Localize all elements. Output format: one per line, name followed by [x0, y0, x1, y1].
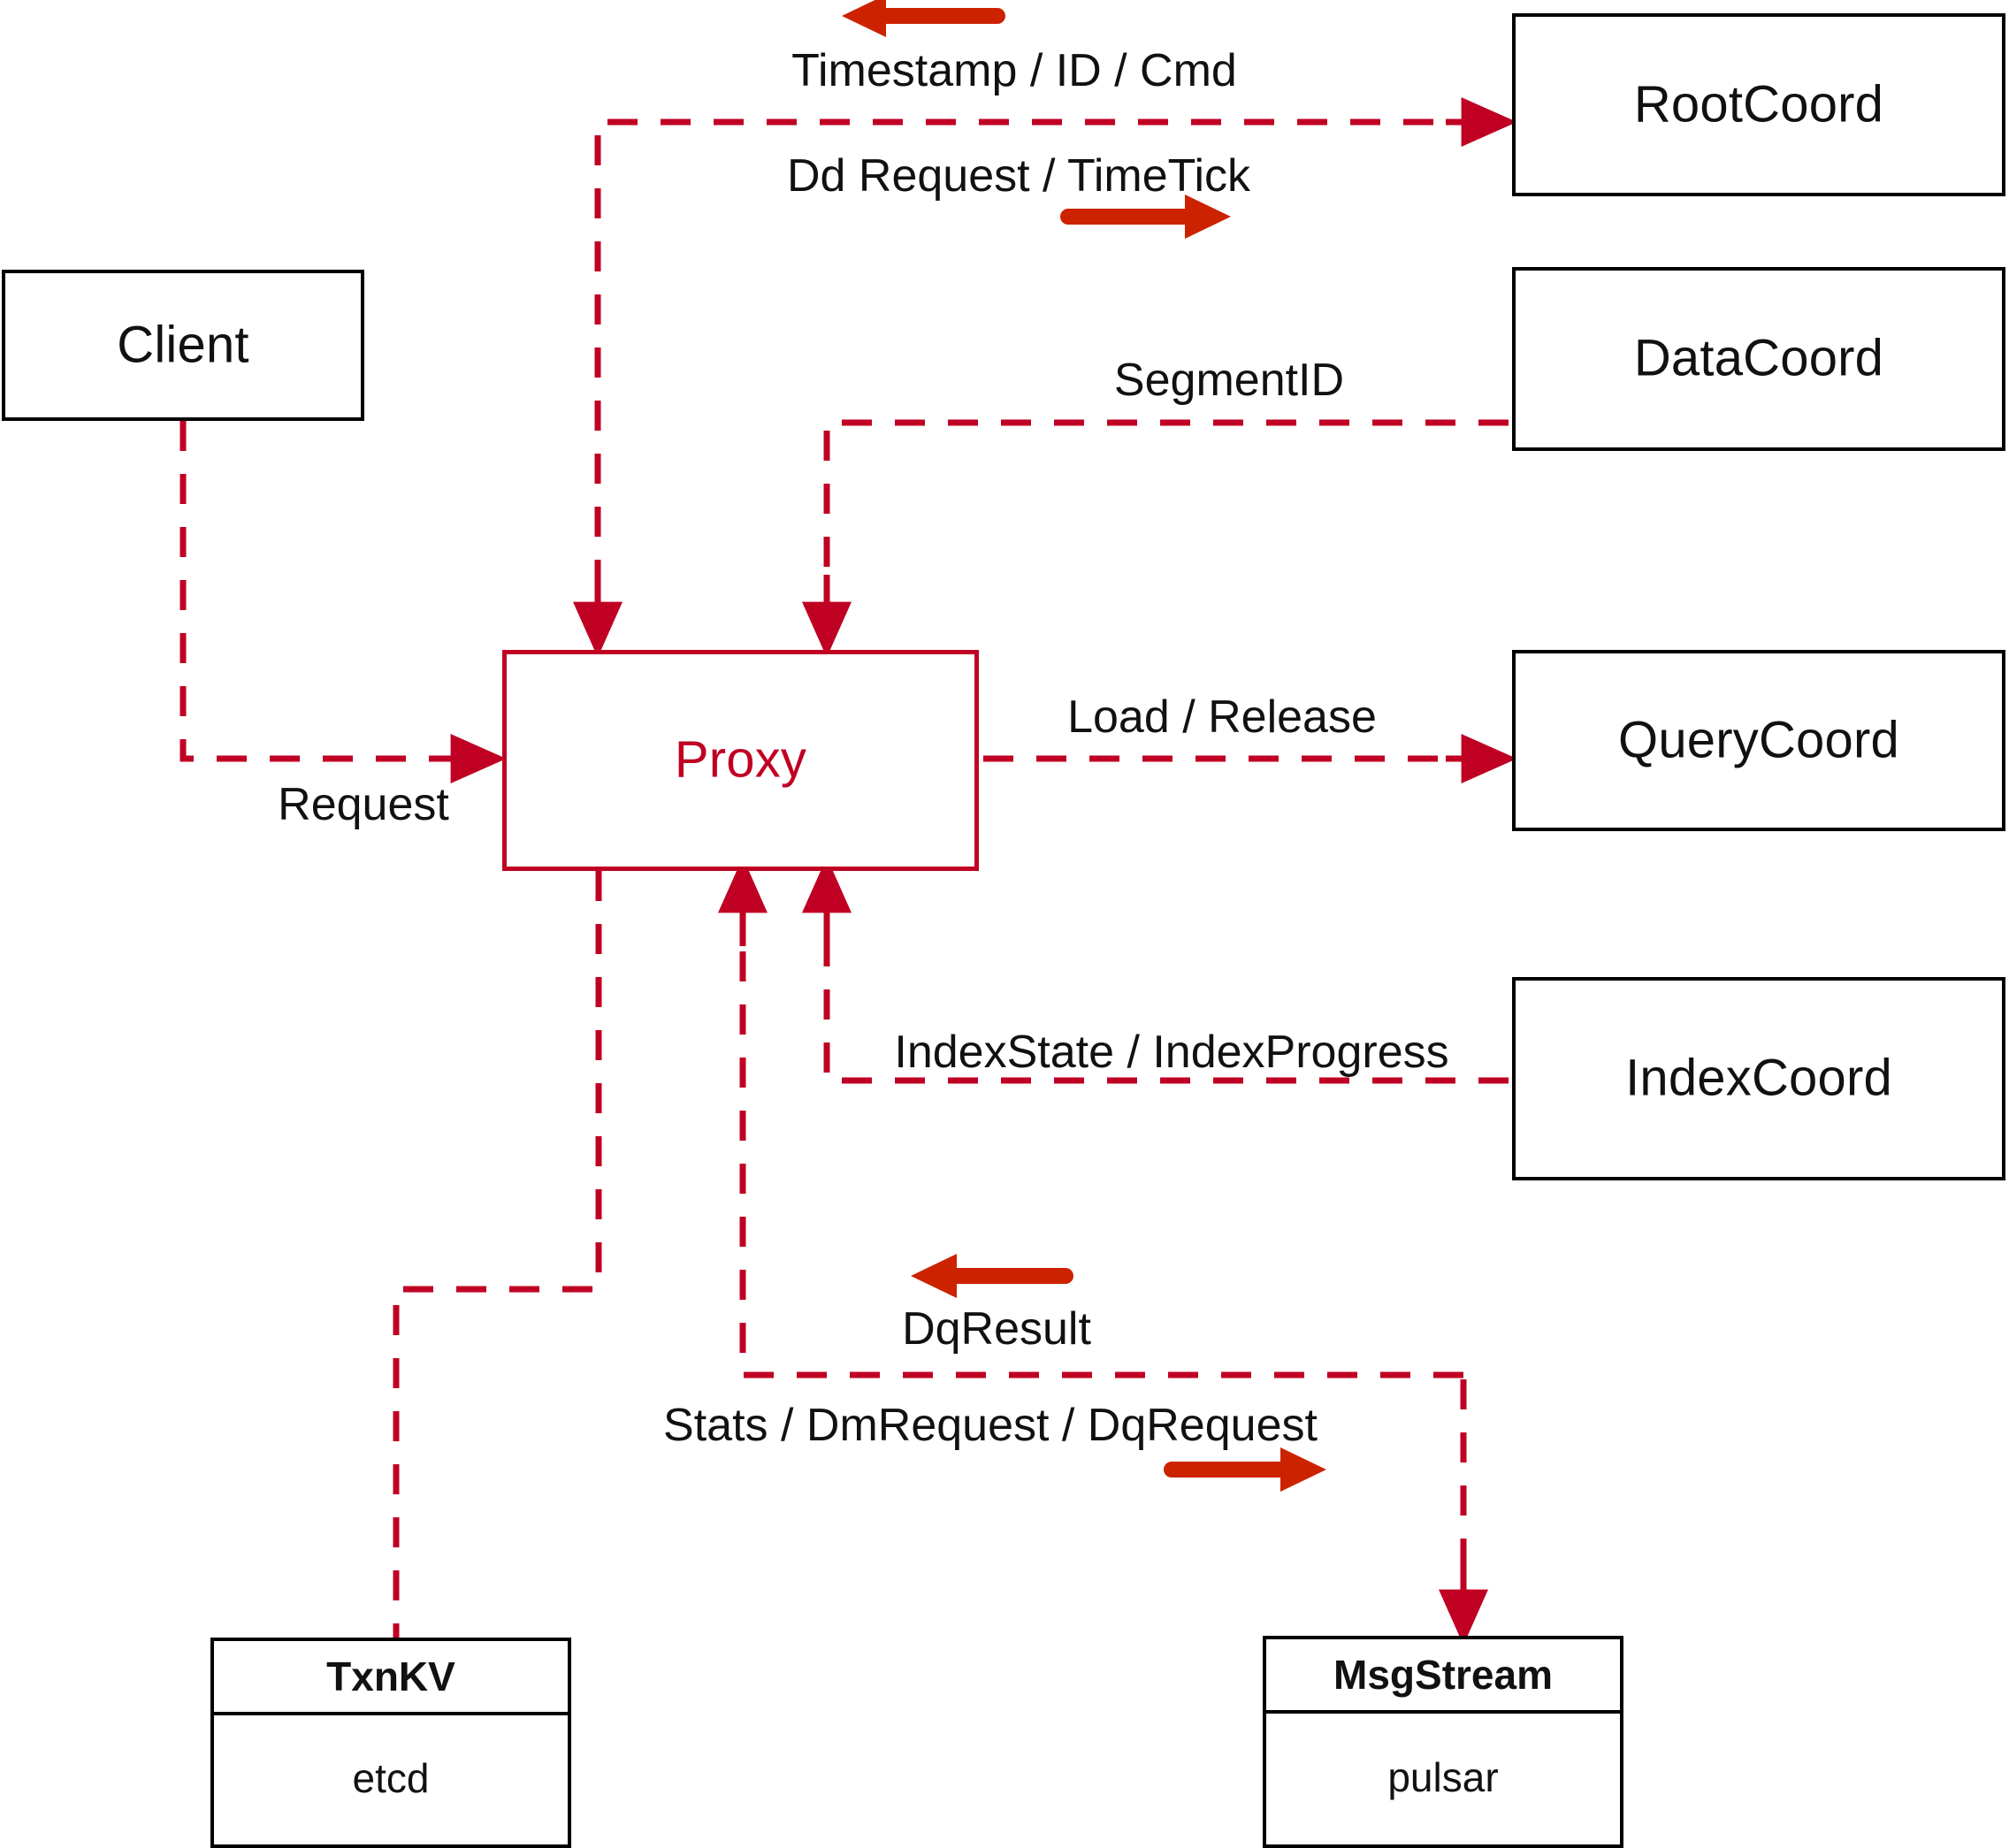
- edge-label-segment-id: SegmentID: [1113, 355, 1345, 406]
- wire-datacoord-to-proxy: [823, 419, 1509, 584]
- node-proxy-label: Proxy: [674, 730, 807, 789]
- node-proxy[interactable]: Proxy: [502, 650, 979, 871]
- node-indexcoord[interactable]: IndexCoord: [1512, 977, 2005, 1180]
- edge-label-request: Request: [278, 779, 449, 830]
- node-msgstream-header: MsgStream: [1266, 1639, 1620, 1714]
- direction-arrow-timestamp: [842, 0, 1005, 37]
- node-msgstream-body: pulsar: [1387, 1754, 1499, 1800]
- direction-arrow-dqrequest: [1164, 1447, 1326, 1492]
- node-querycoord-label: QueryCoord: [1618, 711, 1899, 769]
- wire-msgstream-to-proxy: [739, 937, 1463, 1378]
- edge-label-timestamp-id-cmd: Timestamp / ID / Cmd: [791, 45, 1237, 96]
- node-txnkv[interactable]: TxnKV etcd: [210, 1638, 571, 1848]
- node-querycoord[interactable]: QueryCoord: [1512, 650, 2005, 831]
- edge-label-dd-request-timetick: Dd Request / TimeTick: [786, 150, 1251, 202]
- node-datacoord-label: DataCoord: [1633, 329, 1884, 387]
- edge-label-index-state-progress: IndexState / IndexProgress: [894, 1027, 1449, 1078]
- edge-label-stats-dm-dq-request: Stats / DmRequest / DqRequest: [663, 1400, 1318, 1451]
- node-client[interactable]: Client: [2, 270, 364, 421]
- direction-arrow-dqresult: [911, 1254, 1073, 1298]
- node-rootcoord-label: RootCoord: [1633, 75, 1884, 134]
- wire-client-to-proxy: [180, 421, 507, 783]
- node-client-label: Client: [117, 316, 249, 374]
- node-msgstream[interactable]: MsgStream pulsar: [1263, 1636, 1623, 1848]
- node-txnkv-body: etcd: [352, 1755, 430, 1801]
- edge-label-dq-result: DqResult: [902, 1303, 1091, 1355]
- node-datacoord[interactable]: DataCoord: [1512, 267, 2005, 451]
- wire-proxy-to-txnkv: [393, 871, 602, 1638]
- node-txnkv-header: TxnKV: [214, 1641, 568, 1715]
- node-indexcoord-label: IndexCoord: [1625, 1049, 1892, 1107]
- edge-label-load-release: Load / Release: [1067, 691, 1377, 743]
- node-rootcoord[interactable]: RootCoord: [1512, 13, 2005, 196]
